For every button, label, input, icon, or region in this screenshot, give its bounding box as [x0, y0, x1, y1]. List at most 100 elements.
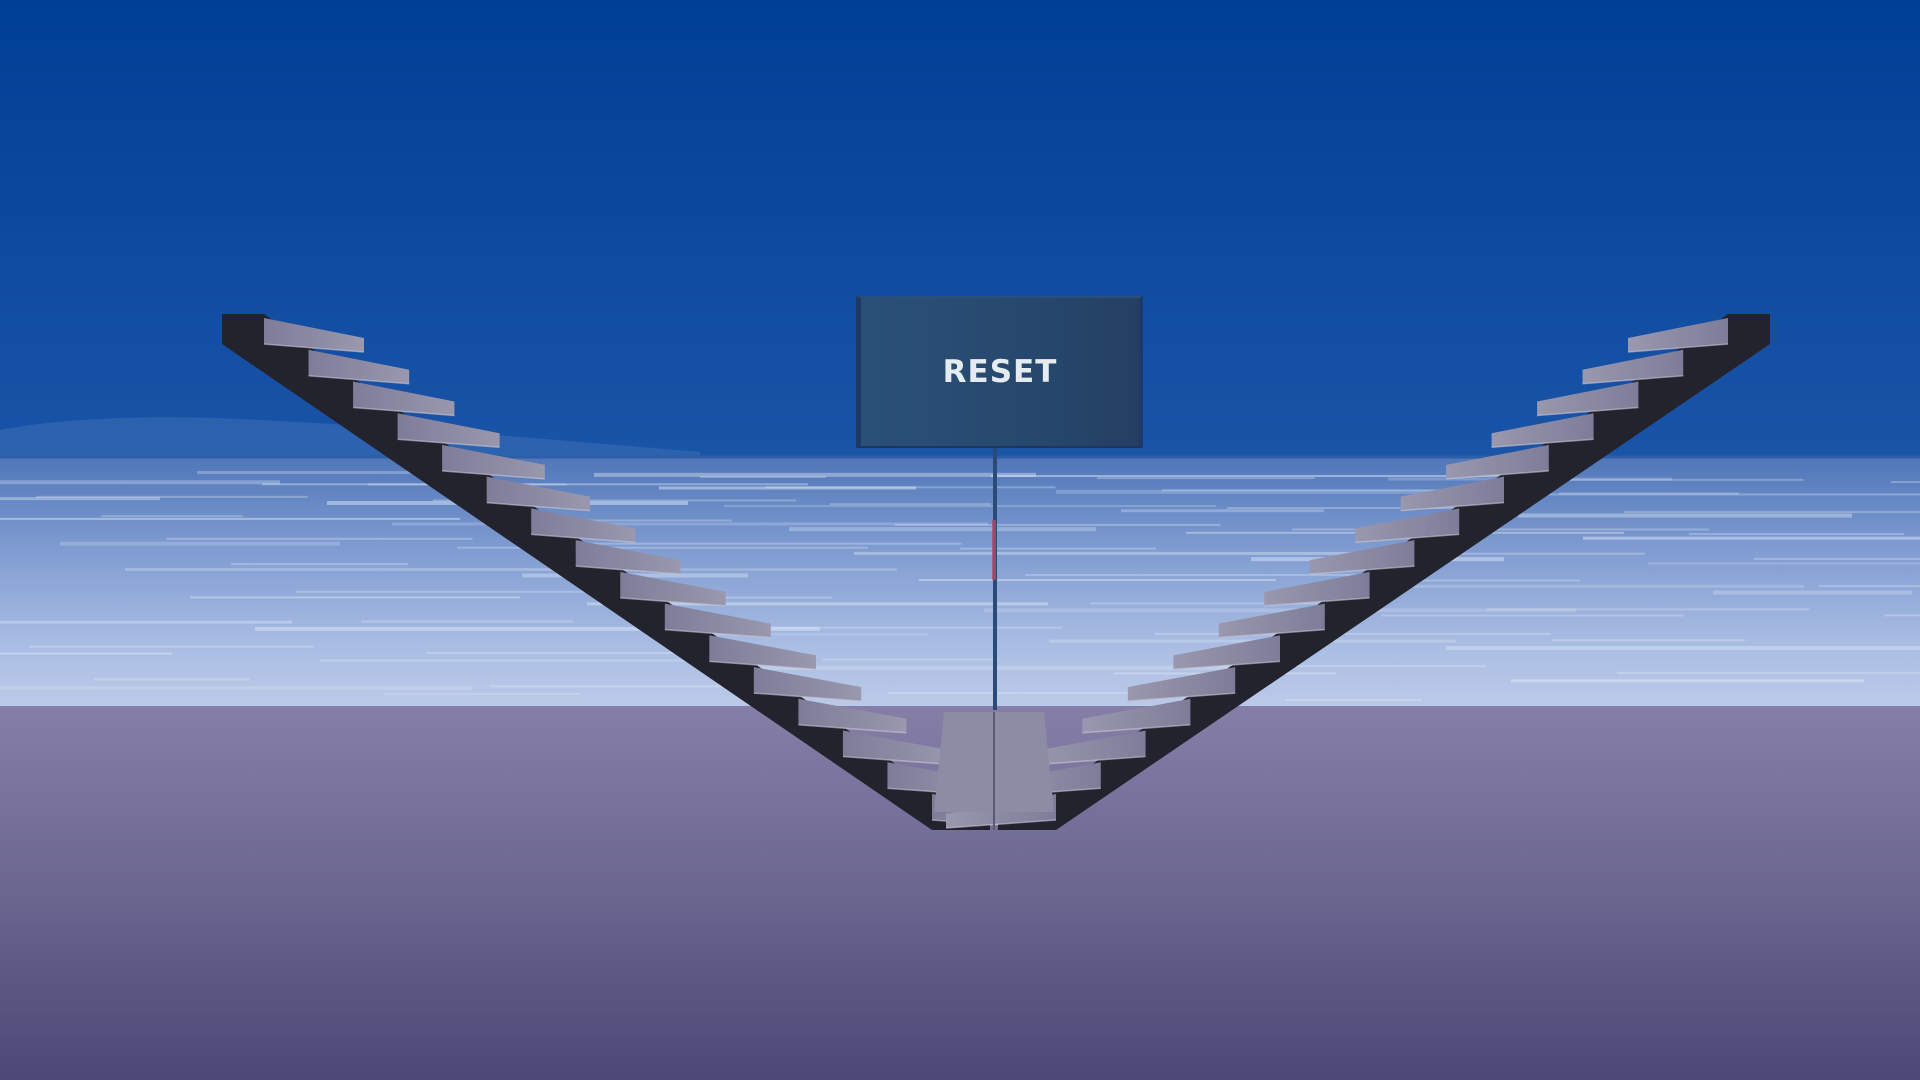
stair-step	[1264, 571, 1370, 606]
ripple	[1617, 671, 1920, 674]
ripple	[789, 527, 1096, 532]
stair-edge	[945, 819, 1057, 829]
ripple	[125, 567, 640, 571]
stair-edge	[486, 501, 591, 512]
stair-edge	[575, 565, 681, 575]
stair-edge	[1173, 660, 1281, 671]
stair-edge	[1627, 343, 1729, 353]
stair-step	[842, 730, 952, 765]
ripple	[1090, 602, 1321, 605]
stair-step	[531, 508, 636, 543]
reset-button[interactable]: RESET	[856, 296, 1143, 448]
ripple	[758, 626, 1062, 629]
ripple	[491, 685, 739, 688]
ripple	[984, 608, 1576, 613]
ripple	[1227, 507, 1480, 510]
stair-edge	[442, 470, 545, 480]
stair-edge	[1264, 597, 1370, 607]
stair-edge	[353, 406, 455, 417]
stair-edge	[1218, 628, 1325, 639]
ripple	[29, 645, 314, 648]
ripple	[1285, 699, 1422, 702]
stair-step	[1218, 603, 1325, 638]
stair-step	[1082, 698, 1191, 733]
stair-step	[620, 571, 726, 606]
stair-edge	[1446, 470, 1549, 480]
stair-step	[753, 667, 862, 702]
ripple	[1422, 579, 1581, 582]
stair-step	[575, 540, 681, 575]
ripple	[0, 652, 172, 655]
stair-edge	[753, 692, 862, 702]
ripple	[1316, 584, 1804, 588]
stair-step	[709, 635, 816, 670]
ripple	[960, 547, 1156, 550]
ripple	[563, 542, 962, 545]
ripple	[392, 522, 988, 526]
stair-edge	[798, 724, 907, 734]
ripple	[1056, 489, 1444, 494]
ripple	[1487, 608, 1810, 611]
ripple	[1884, 614, 1920, 617]
stair-edge	[1036, 755, 1146, 766]
stair-step	[397, 413, 500, 448]
ripple	[262, 483, 808, 486]
stair-edge	[1309, 565, 1415, 575]
ripple	[320, 659, 700, 663]
ripple	[991, 475, 1564, 478]
stair-edge	[1491, 438, 1594, 448]
ripple	[823, 658, 998, 661]
ripple	[296, 590, 638, 593]
ripple	[659, 486, 916, 490]
stair-step	[1400, 476, 1504, 511]
stair-stringer	[222, 314, 990, 830]
stair-step	[664, 603, 771, 638]
ripple	[1220, 665, 1486, 668]
ripple	[0, 497, 160, 501]
ripple	[1689, 533, 1904, 536]
water	[0, 456, 1920, 708]
ripple	[587, 602, 1048, 606]
ripple	[717, 665, 1228, 670]
stair-edge	[1400, 501, 1505, 512]
stair-edge	[1355, 533, 1460, 544]
ripple	[0, 517, 460, 520]
ripple	[1552, 639, 1746, 642]
stair-step	[442, 444, 545, 479]
ripple	[700, 476, 826, 478]
ripple	[765, 486, 1056, 489]
right-staircase	[934, 314, 1770, 830]
stair-stringer	[998, 314, 1770, 830]
ripple	[231, 563, 409, 566]
ripple	[1648, 562, 1920, 565]
ripple	[433, 499, 797, 502]
ripple	[1583, 536, 1920, 540]
stair-step	[1173, 635, 1280, 670]
stair-step	[1127, 667, 1236, 702]
ripple	[1162, 489, 1545, 492]
ripple	[60, 541, 340, 546]
ripple	[724, 505, 1216, 508]
ripple	[919, 579, 1276, 582]
stair-step	[308, 349, 410, 384]
ripple	[36, 495, 308, 498]
stair-step	[353, 381, 455, 416]
stair-edge	[842, 755, 952, 766]
ripple	[1121, 509, 1324, 513]
ripple	[0, 620, 292, 624]
sign-pole-marker	[992, 520, 996, 580]
stair-step	[1537, 381, 1639, 416]
stair-edge	[1082, 724, 1191, 734]
ripple	[1754, 557, 1920, 560]
ripple	[888, 692, 1227, 695]
ripple	[652, 633, 928, 636]
ripple	[0, 686, 472, 691]
ripple	[101, 515, 244, 518]
stair-step	[1491, 413, 1594, 448]
ripple	[94, 678, 250, 681]
stair-step	[1628, 318, 1728, 352]
ripple	[1446, 646, 1920, 651]
ripple	[1292, 528, 1710, 531]
